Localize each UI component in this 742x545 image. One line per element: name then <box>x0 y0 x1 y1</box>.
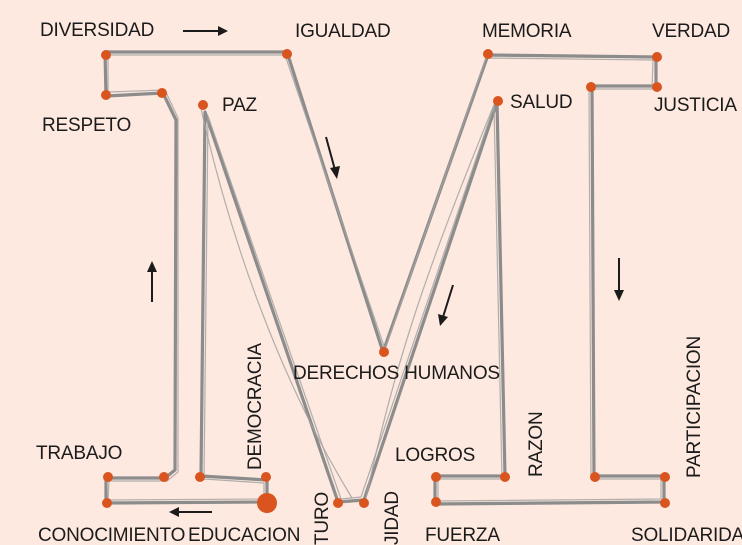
node-logros <box>431 472 441 482</box>
node-justicia <box>652 82 662 92</box>
label-solidaridad: SOLIDARIDA <box>631 525 742 545</box>
label-conocimiento: CONOCIMIENTO <box>38 525 185 545</box>
letter-m-outline <box>103 50 666 506</box>
label-salud: SALUD <box>510 92 572 113</box>
node-conocimiento <box>102 498 112 508</box>
label-unidad: JIDAD <box>382 491 403 545</box>
letter-m-stroke-main <box>103 50 666 506</box>
label-fuerza: FUERZA <box>425 525 500 545</box>
label-razon: RAZON <box>526 411 547 477</box>
label-diversidad: DIVERSIDAD <box>40 20 154 41</box>
letter-m-inner-stroke-2 <box>365 99 497 499</box>
label-futuro: TURO <box>312 492 333 545</box>
arrow-left-bottom <box>169 507 212 517</box>
letter-m-inner-stroke <box>199 103 353 499</box>
label-logros: LOGROS <box>395 445 475 466</box>
node-democracia-left <box>195 472 205 482</box>
node-unidad <box>359 498 369 508</box>
node-memoria <box>483 49 493 59</box>
node-participacion-inner <box>590 472 600 482</box>
node-paz <box>198 100 208 110</box>
node-igualdad <box>282 49 292 59</box>
node-justicia-inner <box>586 82 596 92</box>
letter-m-stroke-ghost <box>107 54 662 502</box>
node-solidaridad <box>660 498 670 508</box>
label-democracia: DEMOCRACIA <box>245 343 266 470</box>
node-democracia <box>261 472 271 482</box>
label-verdad: VERDAD <box>652 21 730 42</box>
nodes <box>101 49 670 513</box>
node-futuro <box>333 498 343 508</box>
node-derechos-humanos <box>379 347 389 357</box>
node-participacion <box>660 472 670 482</box>
node-respeto-inner <box>157 88 167 98</box>
node-razon <box>500 472 510 482</box>
node-fuerza <box>431 497 441 507</box>
label-respeto: RESPETO <box>42 115 131 136</box>
node-trabajo-inner <box>159 472 169 482</box>
arrow-down-igualdad <box>325 136 340 179</box>
flow-arrows <box>147 26 624 517</box>
label-paz: PAZ <box>222 95 258 116</box>
node-salud <box>493 96 503 106</box>
arrow-right-top <box>183 26 228 36</box>
arrow-down-justicia <box>614 258 624 301</box>
labels: DIVERSIDAD IGUALDAD MEMORIA VERDAD RESPE… <box>36 20 742 545</box>
label-derechos-humanos: DERECHOS HUMANOS <box>293 363 500 384</box>
label-educacion: EDUCACION <box>188 525 300 545</box>
arrow-down-salud <box>438 284 454 326</box>
label-justicia: JUSTICIA <box>654 95 737 116</box>
label-memoria: MEMORIA <box>482 21 572 42</box>
node-trabajo <box>103 472 113 482</box>
label-participacion: PARTICIPACION <box>684 336 705 478</box>
label-trabajo: TRABAJO <box>36 443 122 464</box>
arrow-up-respeto <box>147 261 157 302</box>
node-diversidad <box>101 50 111 60</box>
node-verdad <box>652 52 662 62</box>
label-igualdad: IGUALDAD <box>295 21 391 42</box>
node-respeto <box>101 90 111 100</box>
node-educacion <box>257 493 277 513</box>
